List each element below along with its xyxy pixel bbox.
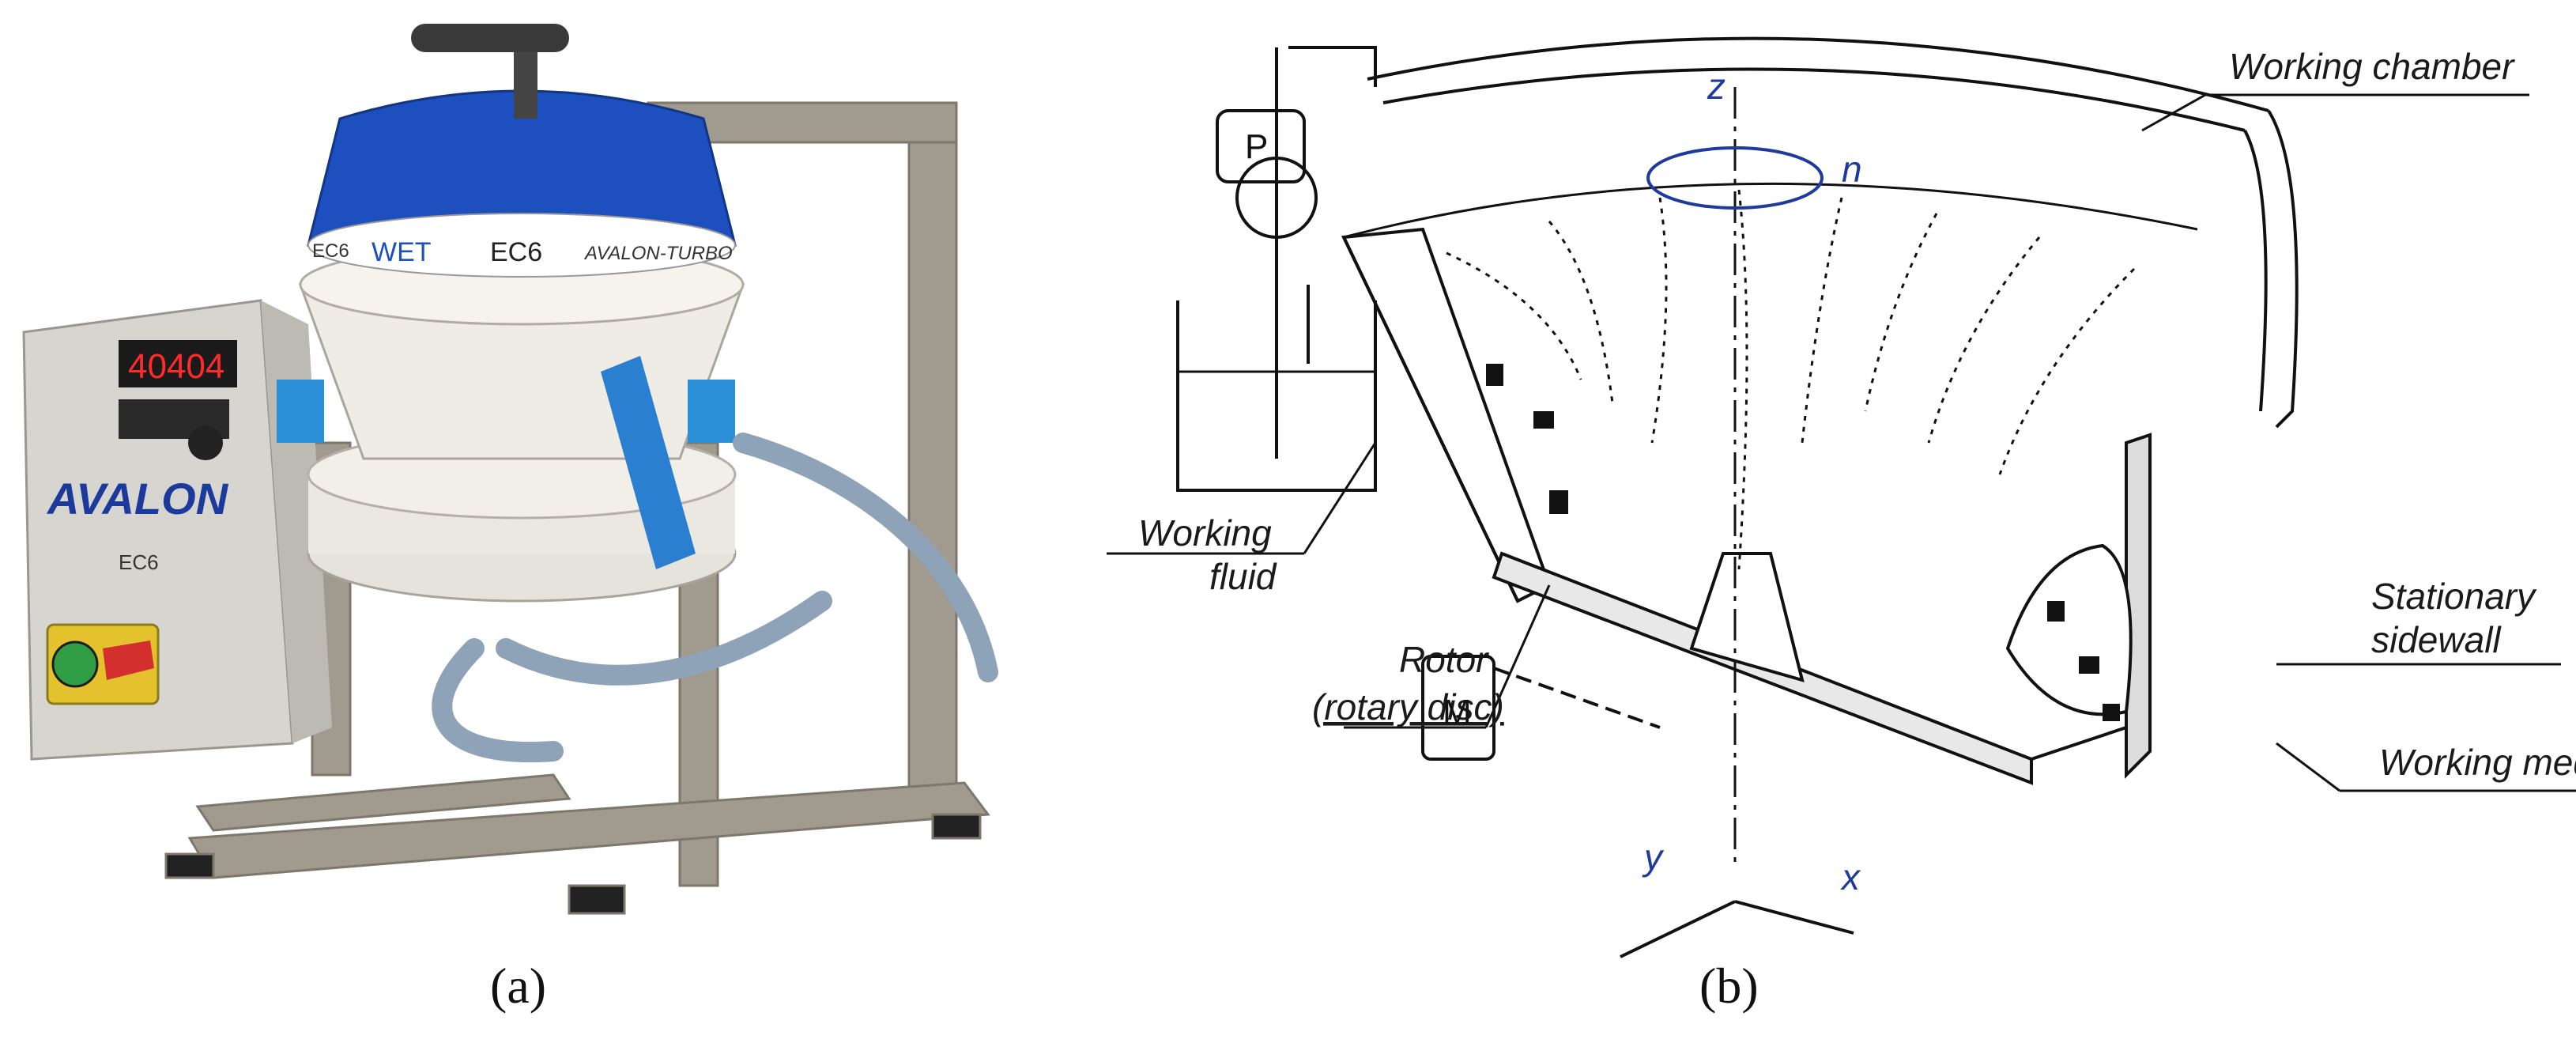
label-motor: M xyxy=(1443,693,1472,731)
caption-b: (b) xyxy=(1699,958,1759,1014)
fluid-tank xyxy=(1176,300,1377,492)
label-working-chamber: Working chamber xyxy=(2229,46,2515,87)
label-working-fluid-2: fluid xyxy=(1209,556,1277,597)
caption-a: (a) xyxy=(490,958,547,1014)
label-working-fluid-1: Working xyxy=(1138,512,1272,554)
hoses xyxy=(432,433,998,763)
tilt-lever xyxy=(601,356,696,569)
pump-body xyxy=(1216,109,1306,183)
label-stationary-1: Stationary xyxy=(2371,576,2537,617)
label-working-medium: Working medium xyxy=(2379,742,2576,783)
control-knob xyxy=(188,425,223,460)
media-particles xyxy=(1486,364,2120,721)
machine-photo-panel: 40404 AVALON EC6 EC6 WET xyxy=(0,0,1107,1039)
control-panel-box: 40404 AVALON EC6 xyxy=(22,299,332,761)
chamber-rim-outer xyxy=(1367,36,2269,112)
mount-bracket-left xyxy=(277,380,324,443)
mount-bracket-right xyxy=(688,380,735,443)
bowl-label-ec6: EC6 xyxy=(490,237,542,267)
label-rotor-2: (rotary disc) xyxy=(1312,686,1504,727)
central-cone xyxy=(1689,552,1805,682)
panel-model-label: EC6 xyxy=(119,550,159,574)
bowl-label-wet: WET xyxy=(372,237,432,267)
axis-label-x: x xyxy=(1840,856,1861,898)
medium-pocket-right xyxy=(2005,543,2133,716)
digital-display xyxy=(119,340,237,387)
label-rotor-1: Rotor xyxy=(1399,639,1489,680)
bowl-label-ec6-left: EC6 xyxy=(312,240,349,262)
start-button xyxy=(51,641,99,688)
lid-handle xyxy=(411,24,569,52)
blue-bowl-lid: EC6 WET EC6 AVALON-TURBO xyxy=(307,24,737,278)
flow-lines xyxy=(1446,189,2136,570)
axis-label-y: y xyxy=(1642,837,1665,878)
power-switch-lever xyxy=(103,641,154,680)
machine-illustration: 40404 AVALON EC6 EC6 WET xyxy=(22,24,998,915)
panel-logo: AVALON xyxy=(46,474,229,523)
bowl-label-brand: AVALON-TURBO xyxy=(583,243,733,264)
schematic-panel: Working chamber Working fluid Rotor (rot… xyxy=(1107,0,2576,1039)
label-stationary-2: sidewall xyxy=(2371,619,2502,660)
x-axis-line xyxy=(1734,900,1854,935)
display-readout: 40404 xyxy=(128,347,224,386)
axis-label-n: n xyxy=(1842,149,1862,190)
axis-label-z: z xyxy=(1707,66,1726,107)
y-axis-line xyxy=(1620,900,1736,958)
label-pump: P xyxy=(1245,127,1268,166)
schematic-diagram: Working chamber Working fluid Rotor (rot… xyxy=(1107,36,2576,958)
rotation-arrow xyxy=(1646,146,1824,210)
